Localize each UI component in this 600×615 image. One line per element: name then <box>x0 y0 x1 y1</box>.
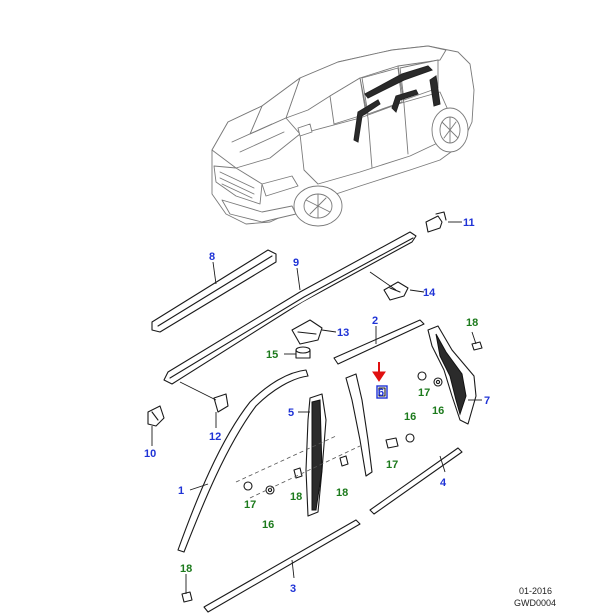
part-2-strip <box>333 319 425 365</box>
callout-18-top: 18 <box>466 317 478 329</box>
alignment-dashes <box>235 435 361 499</box>
callout-18-bottom: 18 <box>180 563 192 575</box>
callout-16-middle: 16 <box>404 411 416 423</box>
caption-date: 01-2016 <box>519 586 552 596</box>
part-14-bracket <box>383 281 409 301</box>
callout-13: 13 <box>337 327 349 339</box>
callout-16-right: 16 <box>432 405 444 417</box>
callout-6: 6 <box>378 387 384 399</box>
leader-lines <box>151 221 482 594</box>
callout-8: 8 <box>209 251 215 263</box>
callout-1: 1 <box>178 485 184 497</box>
callout-18-left: 18 <box>290 491 302 503</box>
fasteners <box>181 341 483 603</box>
highlight-clip-box <box>376 385 388 399</box>
part-7-rear-quarter <box>427 325 477 425</box>
callout-12: 12 <box>209 431 221 443</box>
callout-10: 10 <box>144 448 156 460</box>
part-10-clip <box>147 405 165 427</box>
part-8-front-moulding <box>151 249 277 333</box>
vehicle-illustration <box>211 45 475 227</box>
callout-labels: 8 9 11 14 13 15 2 12 10 1 5 6 7 4 3 18 1… <box>144 217 490 595</box>
caption-code: GWD0004 <box>514 598 556 608</box>
callout-17-right: 17 <box>418 387 430 399</box>
part-13-bracket <box>291 319 323 345</box>
callout-9: 9 <box>293 257 299 269</box>
part-9-roof-rail <box>163 231 417 385</box>
callout-14: 14 <box>423 287 436 299</box>
part-4-belt-strip <box>369 447 463 515</box>
callout-16-left: 16 <box>262 519 274 531</box>
callout-4: 4 <box>440 477 447 489</box>
callout-5: 5 <box>288 407 294 419</box>
highlight-arrow <box>372 362 386 382</box>
part-5-b-pillar <box>305 393 327 517</box>
part-11-clip <box>425 211 447 233</box>
callout-7: 7 <box>484 395 490 407</box>
callout-3: 3 <box>290 583 296 595</box>
callout-2: 2 <box>372 315 378 327</box>
callout-17-left: 17 <box>244 499 256 511</box>
callout-17-middle: 17 <box>386 459 398 471</box>
callout-11: 11 <box>463 217 475 229</box>
callout-15: 15 <box>266 349 278 361</box>
part-6-pillar-applique <box>345 373 373 477</box>
part-1-pillar-trim <box>177 369 309 553</box>
figure-caption: 01-2016 GWD0004 <box>514 586 556 608</box>
part-3-sill-strip <box>203 519 361 613</box>
callout-18-center: 18 <box>336 487 348 499</box>
part-15-fastener <box>295 346 311 359</box>
part-12-clip <box>213 393 229 413</box>
